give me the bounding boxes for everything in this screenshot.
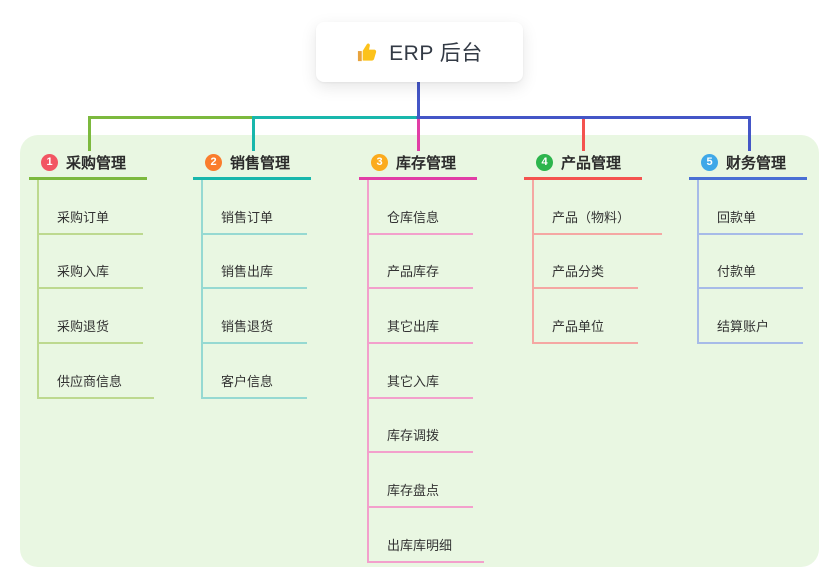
mindmap-child-node[interactable]: 客户信息	[201, 344, 307, 399]
mindmap-child-node[interactable]: 出库库明细	[367, 508, 485, 563]
mindmap-child-node[interactable]: 仓库信息	[367, 180, 473, 235]
mindmap-child-node[interactable]: 销售退货	[201, 289, 307, 345]
branch-label: 销售管理	[230, 154, 291, 172]
child-node-label: 付款单	[717, 264, 757, 280]
children-connector-line	[201, 180, 203, 399]
branch-number-badge: 1	[41, 153, 58, 171]
mindmap-child-node[interactable]: 产品库存	[367, 235, 473, 290]
branch-header-3[interactable]: 3 库存管理	[359, 147, 477, 180]
mindmap-child-node[interactable]: 产品单位	[532, 289, 638, 345]
mindmap-child-node[interactable]: 供应商信息	[37, 344, 155, 399]
child-node-label: 出库库明细	[387, 537, 453, 553]
branch-children-1: 采购订单采购入库采购退货供应商信息	[37, 180, 155, 399]
child-node-label: 采购退货	[57, 319, 110, 335]
child-node-label: 库存盘点	[387, 483, 440, 499]
branch-number-badge: 5	[701, 153, 718, 171]
child-node-label: 销售订单	[221, 209, 274, 225]
mindmap-child-node[interactable]: 采购入库	[37, 235, 143, 290]
branch-children-4: 产品（物料） 产品分类产品单位	[532, 180, 663, 345]
mindmap-child-node[interactable]: 库存盘点	[367, 453, 473, 509]
child-node-label: 采购订单	[57, 209, 110, 225]
child-node-label: 销售出库	[221, 264, 274, 280]
branch-label: 采购管理	[66, 154, 127, 172]
branch-children-3: 仓库信息产品库存其它出库其它入库库存调拨库存盘点出库库明细	[367, 180, 485, 563]
branch-header-4[interactable]: 4 产品管理	[524, 147, 642, 180]
mindmap-child-node[interactable]: 付款单	[697, 235, 803, 290]
mindmap-child-node[interactable]: 采购订单	[37, 180, 143, 235]
mindmap-child-node[interactable]: 其它出库	[367, 289, 473, 345]
child-node-label: 其它入库	[387, 373, 440, 389]
mindmap-child-node[interactable]: 库存调拨	[367, 399, 473, 454]
branches-panel	[20, 135, 819, 567]
branch-number-badge: 2	[205, 153, 222, 171]
child-node-label: 产品（物料）	[552, 209, 631, 225]
mindmap-child-node[interactable]: 产品（物料）	[532, 180, 663, 235]
children-connector-line	[367, 180, 369, 563]
mindmap-child-node[interactable]: 其它入库	[367, 344, 473, 399]
child-node-label: 产品分类	[552, 264, 605, 280]
child-node-label: 产品单位	[552, 319, 605, 335]
child-node-label: 库存调拨	[387, 428, 440, 444]
child-node-label: 供应商信息	[57, 373, 123, 389]
mindmap-child-node[interactable]: 结算账户	[697, 289, 803, 345]
child-node-label: 采购入库	[57, 264, 110, 280]
child-node-label: 仓库信息	[387, 209, 440, 225]
branch-label: 库存管理	[396, 154, 457, 172]
child-node-label: 客户信息	[221, 373, 274, 389]
mindmap-child-node[interactable]: 销售订单	[201, 180, 307, 235]
mindmap-child-node[interactable]: 产品分类	[532, 235, 638, 290]
child-node-label: 回款单	[717, 209, 757, 225]
mindmap-child-node[interactable]: 回款单	[697, 180, 803, 235]
branch-label: 产品管理	[561, 154, 622, 172]
children-connector-line	[37, 180, 39, 399]
branch-header-5[interactable]: 5 财务管理	[689, 147, 807, 180]
child-node-label: 结算账户	[717, 319, 770, 335]
children-connector-line	[697, 180, 699, 345]
root-title: ERP 后台	[389, 42, 483, 65]
mindmap-child-node[interactable]: 销售出库	[201, 235, 307, 290]
branch-children-2: 销售订单销售出库销售退货客户信息	[201, 180, 307, 399]
root-node[interactable]: ERP 后台	[316, 22, 523, 82]
branch-label: 财务管理	[726, 154, 787, 172]
branch-header-1[interactable]: 1 采购管理	[29, 147, 147, 180]
branch-children-5: 回款单付款单结算账户	[697, 180, 803, 345]
thumbs-up-icon	[358, 42, 377, 61]
branch-number-badge: 3	[371, 153, 388, 171]
children-connector-line	[532, 180, 534, 345]
branch-number-badge: 4	[536, 153, 553, 171]
branch-header-2[interactable]: 2 销售管理	[193, 147, 311, 180]
child-node-label: 销售退货	[221, 319, 274, 335]
mindmap-child-node[interactable]: 采购退货	[37, 289, 143, 345]
child-node-label: 其它出库	[387, 319, 440, 335]
child-node-label: 产品库存	[387, 264, 440, 280]
